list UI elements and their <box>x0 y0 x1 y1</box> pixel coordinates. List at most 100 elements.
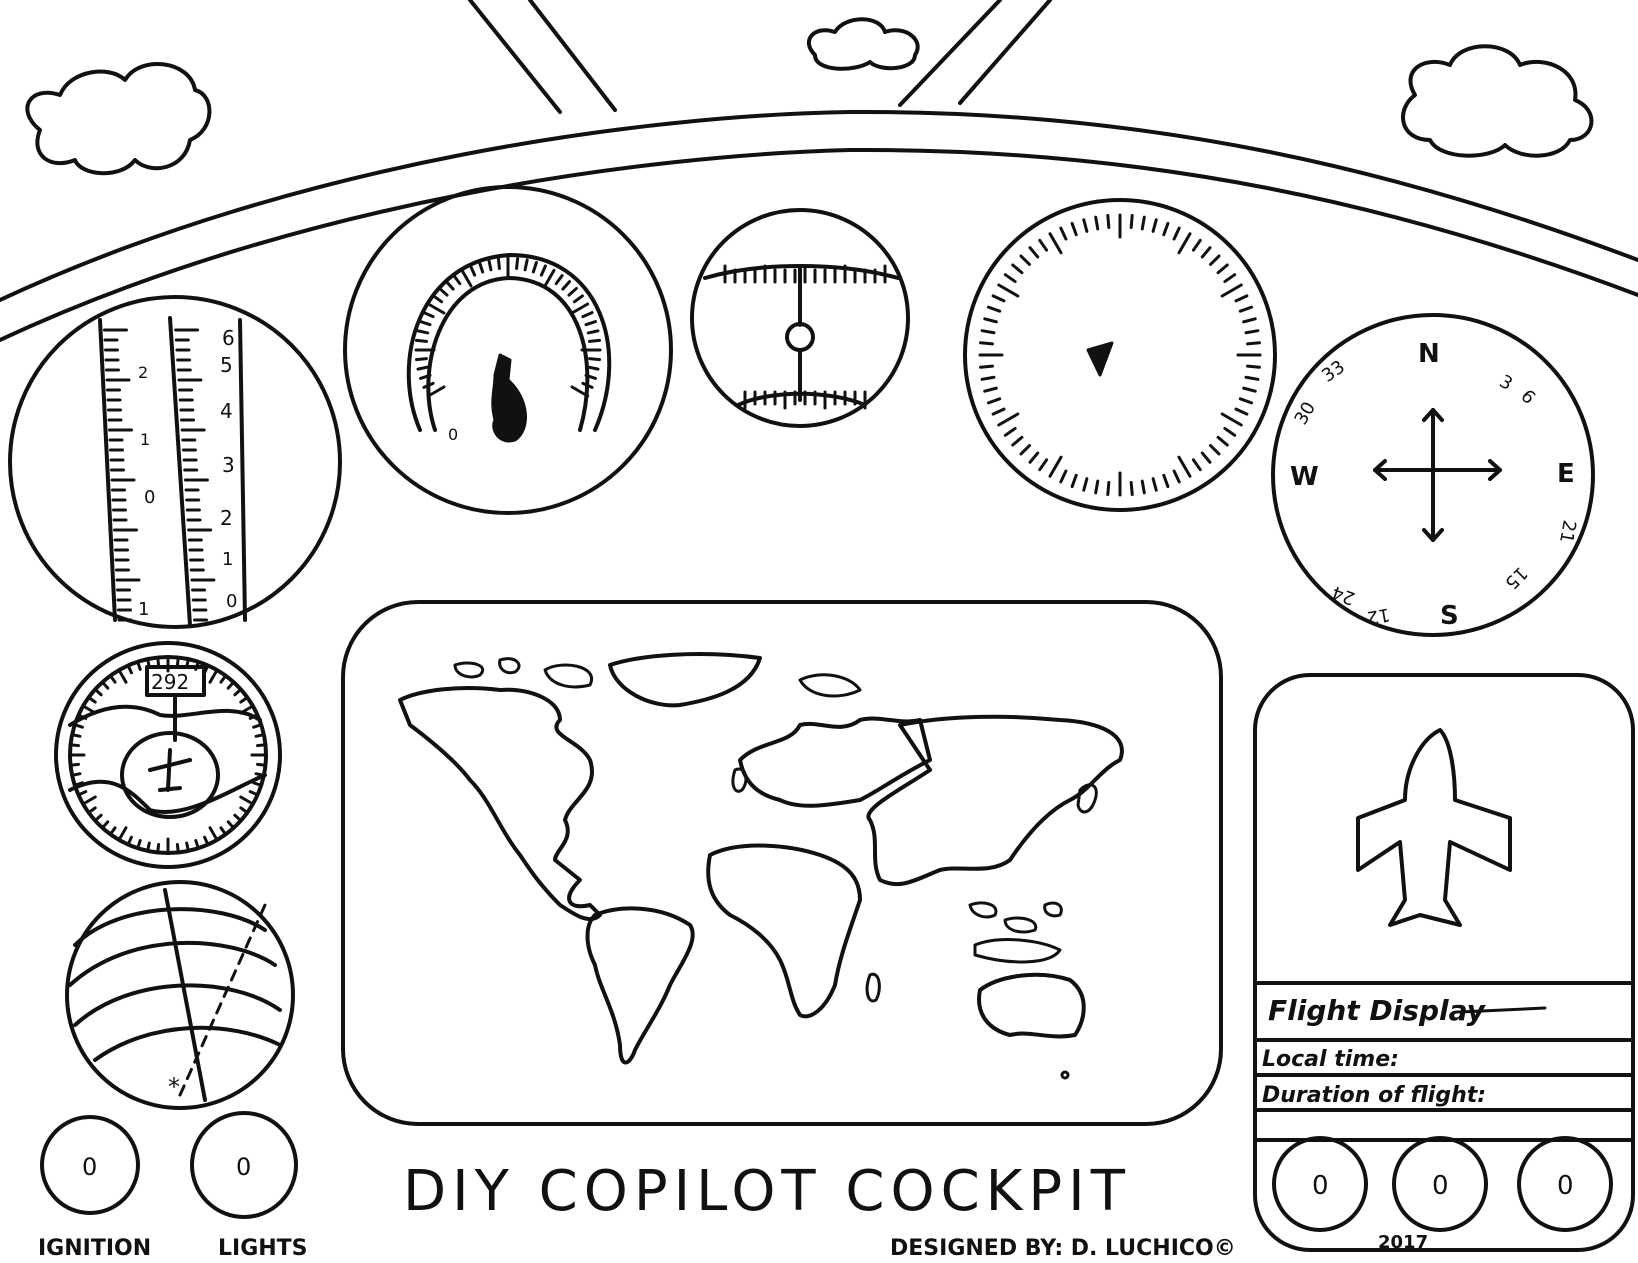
attitude-indicator <box>690 208 910 428</box>
tick-mark <box>1048 232 1063 255</box>
tick-mark <box>1082 218 1089 233</box>
compass-12: 12 <box>1365 603 1391 628</box>
map-screen <box>341 600 1223 1126</box>
tick-mark <box>203 835 210 847</box>
tick-mark <box>1209 254 1221 266</box>
tick-mark <box>1177 455 1192 478</box>
tick-mark <box>478 261 485 274</box>
tick-mark <box>1223 273 1237 284</box>
tick-mark <box>986 397 1002 405</box>
alt-right-label: 6 <box>222 326 235 350</box>
tick-mark <box>1129 481 1134 496</box>
tick-mark <box>1028 451 1040 464</box>
clock-pointer <box>1086 341 1114 377</box>
panel-knob[interactable]: 0 <box>1272 1136 1368 1232</box>
tick-mark <box>1242 386 1257 393</box>
tick-mark <box>539 264 547 277</box>
tick-mark <box>991 407 1006 416</box>
tick-mark <box>1038 458 1049 472</box>
tick-mark <box>1209 444 1221 456</box>
lights-switch[interactable]: 0 <box>190 1111 298 1219</box>
tick-mark <box>69 743 80 748</box>
tick-mark <box>1059 469 1068 484</box>
speed-zero-label: 0 <box>448 425 458 444</box>
tick-mark <box>515 257 520 270</box>
tick-mark <box>108 826 117 836</box>
tick-mark <box>1242 317 1257 324</box>
tick-mark <box>239 806 249 815</box>
tick-mark <box>93 687 103 697</box>
compass-east: E <box>1557 459 1575 489</box>
tick-mark <box>983 386 998 393</box>
windshield-struts <box>468 0 1052 114</box>
panel-knob[interactable]: 0 <box>1517 1136 1613 1232</box>
tick-mark <box>570 302 590 315</box>
ignition-switch[interactable]: 0 <box>40 1115 140 1215</box>
tick-mark <box>416 329 430 335</box>
clock-gauge <box>963 198 1277 512</box>
tick-mark <box>567 286 578 297</box>
tick-mark <box>979 341 994 346</box>
alt-left-label: 0 <box>144 487 155 508</box>
tick-mark <box>256 762 267 767</box>
tick-mark <box>1216 263 1229 275</box>
duration-label: Duration of flight: <box>1262 1083 1486 1108</box>
tick-mark <box>1244 375 1260 381</box>
tick-mark <box>1151 477 1158 492</box>
compass-6: 6 <box>1516 386 1539 409</box>
cloud-right <box>1401 44 1594 158</box>
tick-mark <box>1220 283 1243 298</box>
tick-mark <box>997 412 1020 427</box>
tick-mark <box>1019 444 1031 456</box>
local-time-label: Local time: <box>1262 1047 1399 1072</box>
tick-mark <box>117 668 128 684</box>
turn-indicator: * <box>65 880 295 1110</box>
tick-mark <box>117 826 128 842</box>
tick-mark <box>531 261 538 274</box>
tick-mark <box>70 733 82 738</box>
tick-mark <box>570 385 590 398</box>
tick-mark <box>248 790 260 797</box>
compass-south: S <box>1440 601 1459 631</box>
tick-mark <box>1011 435 1024 447</box>
tick-mark <box>460 268 473 288</box>
tick-mark <box>581 381 594 389</box>
tick-mark <box>93 813 103 823</box>
dashboard-outline <box>0 109 1638 342</box>
airplane-icon <box>1356 728 1512 927</box>
tick-mark <box>1094 215 1100 231</box>
tick-mark <box>980 329 996 335</box>
tick-mark <box>1059 226 1068 241</box>
tick-mark <box>416 365 430 371</box>
panel-knob[interactable]: 0 <box>1392 1136 1488 1232</box>
page-title: DIY COPILOT COCKPIT <box>403 1159 1131 1224</box>
tick-mark <box>126 835 133 847</box>
tick-mark <box>426 385 446 398</box>
flight-display-label: Flight Display <box>1268 994 1487 1027</box>
tick-mark <box>1216 435 1229 447</box>
tick-mark <box>426 302 446 315</box>
tick-mark <box>1191 238 1202 252</box>
tick-mark <box>422 381 435 389</box>
tick-mark <box>1048 455 1063 478</box>
tick-mark <box>226 820 236 830</box>
tick-mark <box>1070 473 1078 489</box>
heading-indicator: 292 <box>54 641 282 869</box>
tick-mark <box>108 674 117 684</box>
tick-mark <box>1129 214 1134 229</box>
alt-left-label: 1 <box>140 430 150 449</box>
tick-mark <box>136 839 142 850</box>
tick-mark <box>208 826 219 842</box>
tick-mark <box>100 820 110 830</box>
cloud-left <box>25 62 212 176</box>
tick-mark <box>1238 305 1254 313</box>
tick-mark <box>1177 232 1192 255</box>
tick-mark <box>76 790 88 797</box>
tick-mark <box>1106 481 1111 496</box>
tick-mark <box>581 311 594 319</box>
tick-mark <box>1191 458 1202 472</box>
tick-mark <box>219 826 228 836</box>
tick-mark <box>146 841 151 853</box>
tick-mark <box>252 723 263 729</box>
tick-mark <box>256 743 267 748</box>
